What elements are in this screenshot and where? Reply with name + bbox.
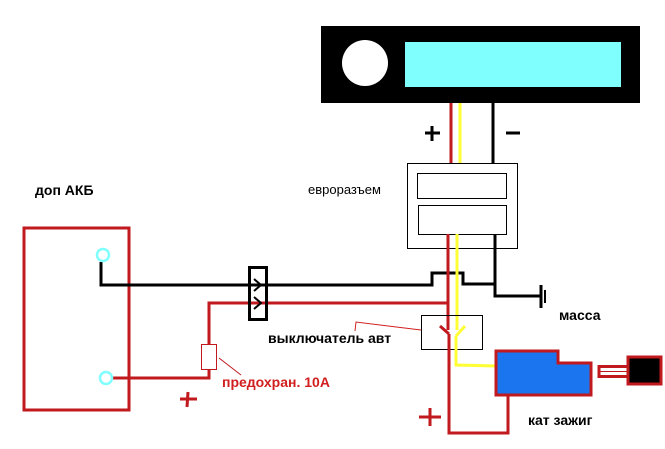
- fuse: [201, 344, 217, 370]
- battery-terminal-minus: [95, 247, 111, 263]
- inline-connector-body: [248, 266, 268, 321]
- battery-body: [22, 226, 131, 412]
- fuse-label: предохран. 10А: [222, 374, 330, 390]
- wire-ground: [493, 234, 541, 298]
- coil-plug-cap: [626, 355, 663, 386]
- switch-label: выключатель авт: [268, 330, 392, 346]
- wire-fuse-to-switch: [207, 301, 447, 344]
- ground-symbol: [539, 285, 546, 308]
- fuse-leader: [218, 357, 242, 376]
- wire-coil-feed: [447, 334, 510, 435]
- battery-terminal-plus: [98, 370, 114, 386]
- wire-battery-minus: [99, 262, 494, 287]
- battery-plus-sign: [180, 391, 197, 408]
- euro-connector-slot-bottom: [418, 205, 507, 235]
- switch-box: [421, 315, 483, 350]
- radio-plus-sign: [425, 126, 440, 141]
- radio-knob: [342, 40, 388, 86]
- aux-battery-label: доп АКБ: [35, 182, 94, 198]
- radio-wires: [449, 103, 495, 173]
- radio-display: [405, 42, 621, 87]
- ground-label: масса: [559, 307, 601, 323]
- euro-connector: [407, 163, 518, 249]
- inline-connector: [248, 266, 268, 321]
- car-radio: [321, 26, 640, 103]
- wire-battery-plus: [112, 369, 211, 380]
- switch: [421, 315, 483, 350]
- coil-body: [494, 349, 593, 397]
- aux-battery: [22, 226, 131, 412]
- ignition-coil: [494, 349, 663, 397]
- ignition-coil-label: кат зажиг: [528, 412, 593, 428]
- euro-connector-label: евроразъем: [308, 182, 381, 197]
- coil-plus-sign: [419, 408, 441, 426]
- switch-leader: [354, 321, 422, 332]
- euro-connector-slot-top: [417, 173, 507, 199]
- wire-yellow-to-coil: [454, 336, 498, 368]
